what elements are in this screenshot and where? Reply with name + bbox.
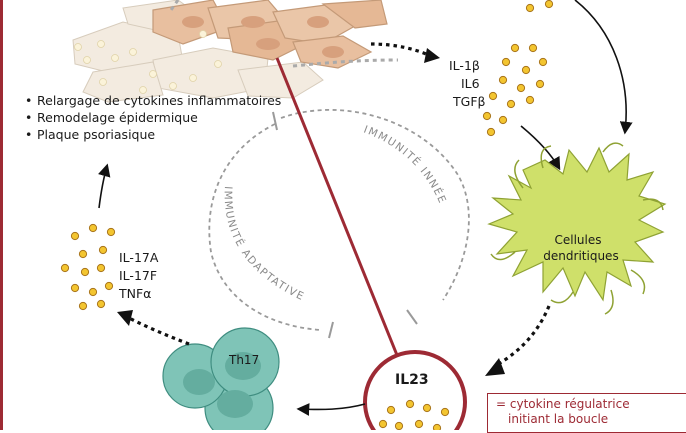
th17-cells bbox=[162, 327, 280, 430]
arrow-il23-to-th17 bbox=[296, 403, 366, 416]
il1-cytokine-dots bbox=[482, 43, 548, 137]
cytokine-il17f-label: IL-17F bbox=[119, 268, 158, 283]
regulatory-note-line2: initiant la boucle bbox=[508, 412, 609, 426]
effect-item: Remodelage épidermique bbox=[25, 109, 281, 126]
il23-link-line bbox=[275, 57, 405, 371]
dendritic-cell bbox=[487, 142, 667, 315]
cytokine-il6-label: IL6 bbox=[461, 76, 480, 91]
il23-label: IL23 bbox=[395, 372, 429, 388]
pale-keratinocytes bbox=[72, 0, 324, 103]
regulatory-note-line1: = cytokine régulatrice bbox=[496, 397, 630, 411]
regulatory-note: = cytokine régulatrice initiant la boucl… bbox=[487, 393, 686, 433]
effect-item: Plaque psoriasique bbox=[25, 126, 281, 143]
effect-text-1: Relargage de cytokines inflammatoires bbox=[37, 93, 282, 108]
arrowhead-il23 bbox=[485, 358, 505, 376]
arrowhead-th17 bbox=[117, 310, 133, 326]
effect-text-2: Remodelage épidermique bbox=[37, 110, 198, 125]
diagram-graphics: IMMUNITÉ INNÉE IMMUNITÉ ADAPTATIVE bbox=[60, 0, 667, 430]
effects-list: Relargage de cytokines inflammatoires Re… bbox=[25, 92, 281, 143]
th17-label: Th17 bbox=[229, 353, 260, 367]
arrow-dendritic-to-il23 bbox=[494, 305, 551, 368]
cytokine-il17a-label: IL-17A bbox=[119, 250, 159, 265]
arrow-cytokines-to-effects bbox=[98, 163, 111, 209]
arrow-th17-to-cytokines bbox=[128, 316, 190, 346]
effect-text-3: Plaque psoriasique bbox=[37, 127, 156, 142]
il23-circle bbox=[363, 350, 467, 430]
il17-cytokine-dots bbox=[60, 223, 116, 311]
dendritic-label-line1: Cellules bbox=[554, 233, 602, 247]
keratinocytes bbox=[152, 0, 388, 69]
adaptive-label: IMMUNITÉ ADAPTATIVE bbox=[222, 186, 307, 304]
arrowhead-skin bbox=[424, 48, 440, 63]
il23-dots bbox=[378, 399, 450, 430]
immunity-cycle bbox=[208, 109, 470, 331]
top-right-dots bbox=[525, 0, 554, 13]
innate-label: IMMUNITÉ INNÉE bbox=[362, 124, 448, 206]
effect-item: Relargage de cytokines inflammatoires bbox=[25, 92, 281, 109]
cytokine-il1-label: IL-1β bbox=[449, 58, 480, 73]
arrow-to-dendritic bbox=[574, 0, 633, 135]
pale-dots bbox=[74, 30, 222, 94]
arrow-skin-to-cytokines bbox=[370, 42, 432, 58]
skin-dashed-arrow-2 bbox=[169, 0, 180, 11]
cytokine-tnf-label: TNFα bbox=[119, 286, 152, 301]
dendritic-label-line2: dendritiques bbox=[543, 249, 619, 263]
arrow-cytokines-to-dendritic bbox=[520, 125, 561, 171]
cytokine-tgf-label: TGFβ bbox=[453, 94, 486, 109]
